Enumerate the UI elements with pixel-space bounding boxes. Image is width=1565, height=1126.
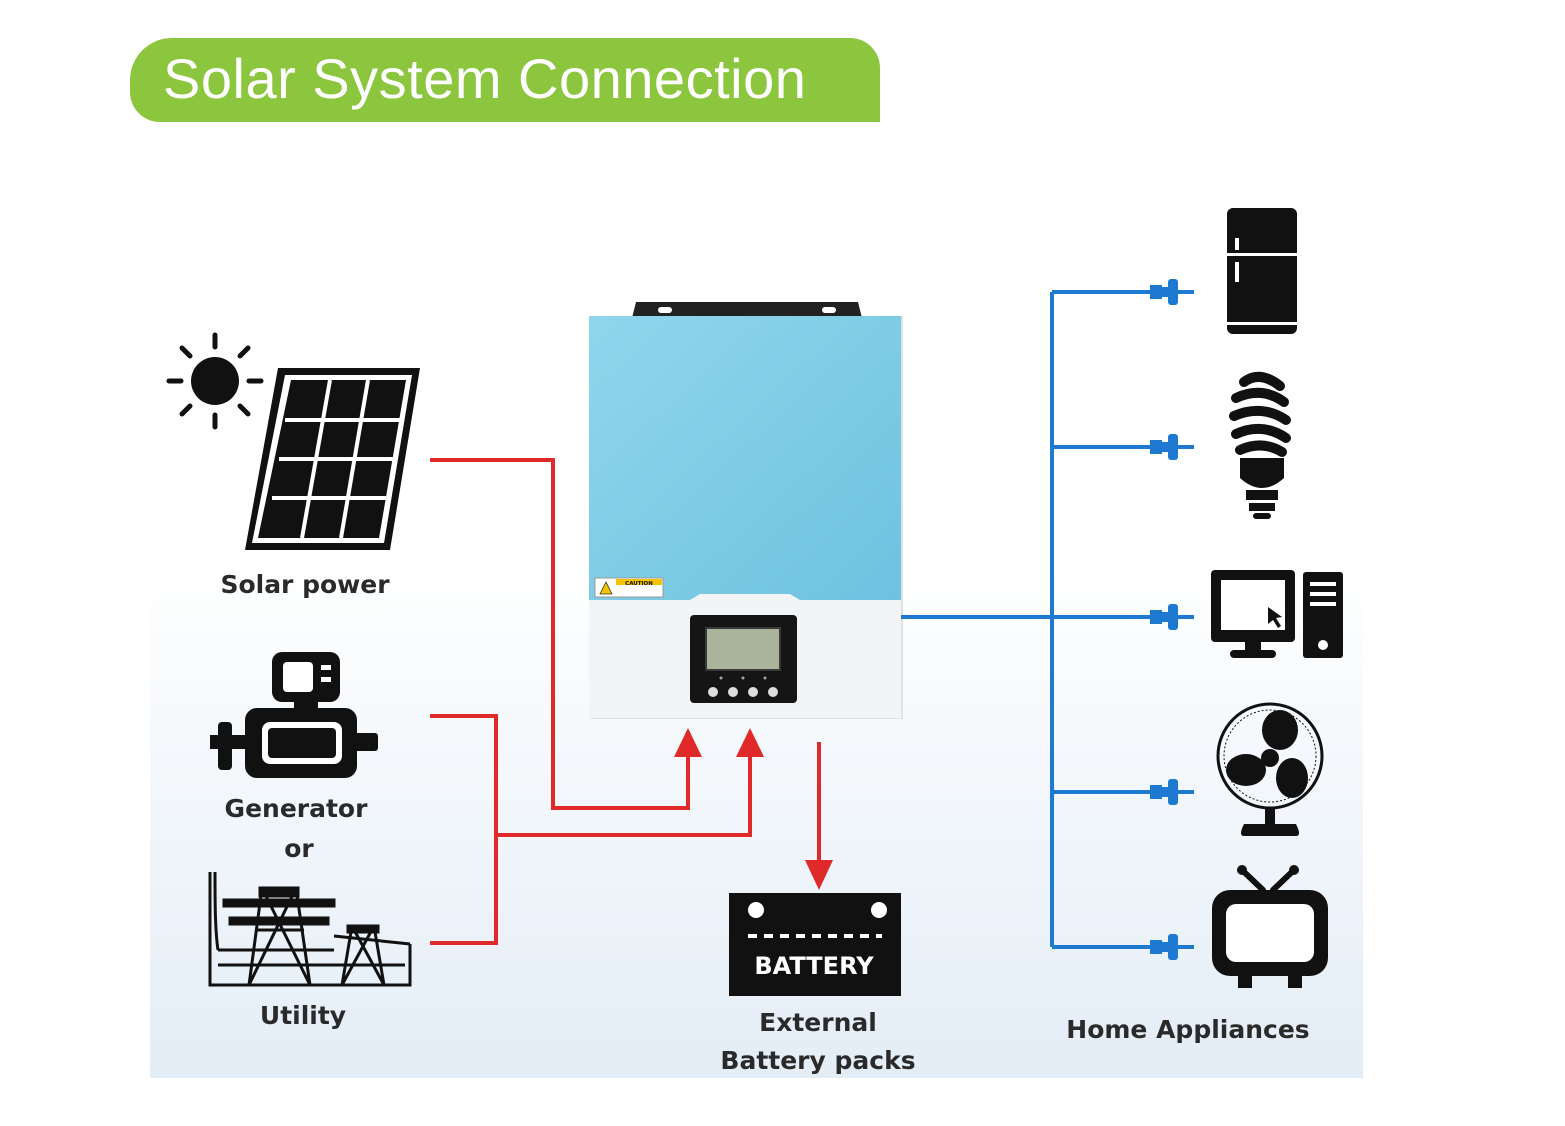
battery-icon-text: BATTERY — [754, 952, 874, 980]
battery-label-line1: External — [759, 1008, 877, 1037]
tv-icon — [1212, 865, 1328, 988]
panel-leds — [719, 676, 767, 680]
output-lines — [901, 290, 1124, 949]
panel-buttons — [708, 687, 778, 697]
arrow-down-icon — [805, 860, 833, 890]
battery-label-line2: Battery packs — [720, 1046, 915, 1075]
refrigerator-icon — [1227, 208, 1297, 334]
solar-panel-icon — [245, 368, 420, 550]
inverter-top-cover — [589, 316, 901, 600]
utility-label: Utility — [260, 1001, 346, 1030]
mounting-bracket — [632, 302, 862, 318]
generator-icon — [210, 652, 378, 778]
fan-icon — [1216, 702, 1324, 836]
arrow-up-icon — [674, 728, 702, 757]
page-title: Solar System Connection — [163, 47, 807, 110]
title-banner — [130, 38, 880, 122]
lcd-display — [705, 627, 781, 671]
arrow-up-icon — [736, 728, 764, 757]
or-label: or — [284, 834, 314, 863]
generator-utility-line — [430, 714, 498, 945]
solar-power-label: Solar power — [220, 570, 390, 599]
inverter-icon: CAUTION — [589, 302, 903, 719]
computer-icon — [1211, 570, 1343, 658]
grid-input-line — [496, 735, 755, 837]
sun-icon — [166, 332, 264, 430]
input-lines — [430, 458, 824, 945]
battery-icon: BATTERY — [729, 893, 901, 996]
generator-label: Generator — [225, 794, 369, 823]
caution-text: CAUTION — [625, 581, 653, 587]
solar-input-line — [430, 458, 693, 810]
cfl-bulb-icon — [1229, 371, 1291, 519]
home-appliances-label: Home Appliances — [1066, 1015, 1309, 1044]
power-tower-icon — [208, 871, 412, 987]
